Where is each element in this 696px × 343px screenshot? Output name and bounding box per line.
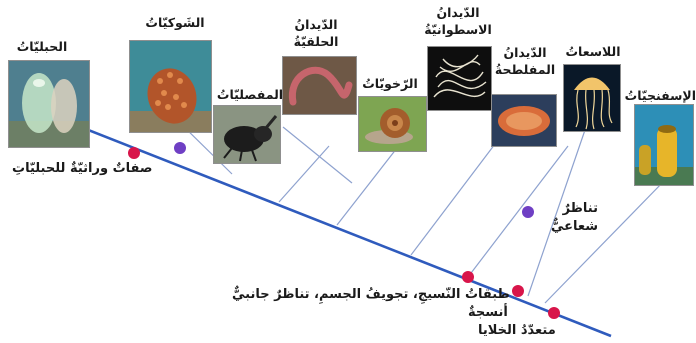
marker-multicell — [548, 307, 560, 319]
taxon-label-sponges: الإسفنجيّاتُ — [627, 87, 696, 104]
branch-nematodes — [411, 144, 495, 255]
photo-cnidarians — [563, 64, 621, 132]
branch-mollusks — [337, 148, 397, 225]
taxon-label-arthropods: المفصليّاتُ — [205, 86, 295, 103]
character-radial: تناظرٌ شعاعيٌّ — [538, 200, 598, 236]
branch-arthropods — [283, 127, 352, 183]
photo-arthropods — [213, 105, 281, 164]
character-tissues: أنسجةٌ — [468, 304, 508, 322]
photo-echinoderms — [129, 40, 212, 133]
branch-annelids — [279, 146, 329, 202]
taxon-label-flatworms: الدّيدانُ المفلطحةُ — [493, 44, 557, 78]
taxon-label-tunicates: الحبليّاتُ — [2, 38, 82, 55]
taxon-label-cnidarians: اللاسعاتُ — [555, 43, 631, 60]
marker-bilateral — [462, 271, 474, 283]
character-multicell: متعدّدُ الخلايا — [478, 322, 556, 340]
marker-radial — [522, 206, 534, 218]
character-chordate: صفاتٌ وراثيّةٌ للحبليّاتِ — [12, 160, 152, 178]
character-bilateral: طبقاتُ النّسيجِ، تجويفُ الجسمِ، تناظرٌ ج… — [232, 286, 510, 304]
taxon-label-mollusks: الرّخويّاتُ — [350, 75, 430, 92]
photo-sponges — [634, 104, 694, 186]
marker-chordate — [128, 147, 140, 159]
photo-tunicates — [8, 60, 90, 148]
taxon-label-nematodes: الدّيدانُ الاسطوانيّةُ — [420, 4, 496, 38]
marker-echinoderm — [174, 142, 186, 154]
marker-tissues — [512, 285, 524, 297]
taxon-label-echinoderms: الشَوكيّاتُ — [130, 14, 220, 31]
photo-mollusks — [358, 96, 427, 152]
taxon-label-annelids: الدّيدانُ الحلقيّةُ — [285, 16, 347, 50]
photo-flatworms — [491, 94, 557, 147]
branch-sponges — [545, 180, 665, 303]
photo-nematodes — [427, 46, 492, 111]
